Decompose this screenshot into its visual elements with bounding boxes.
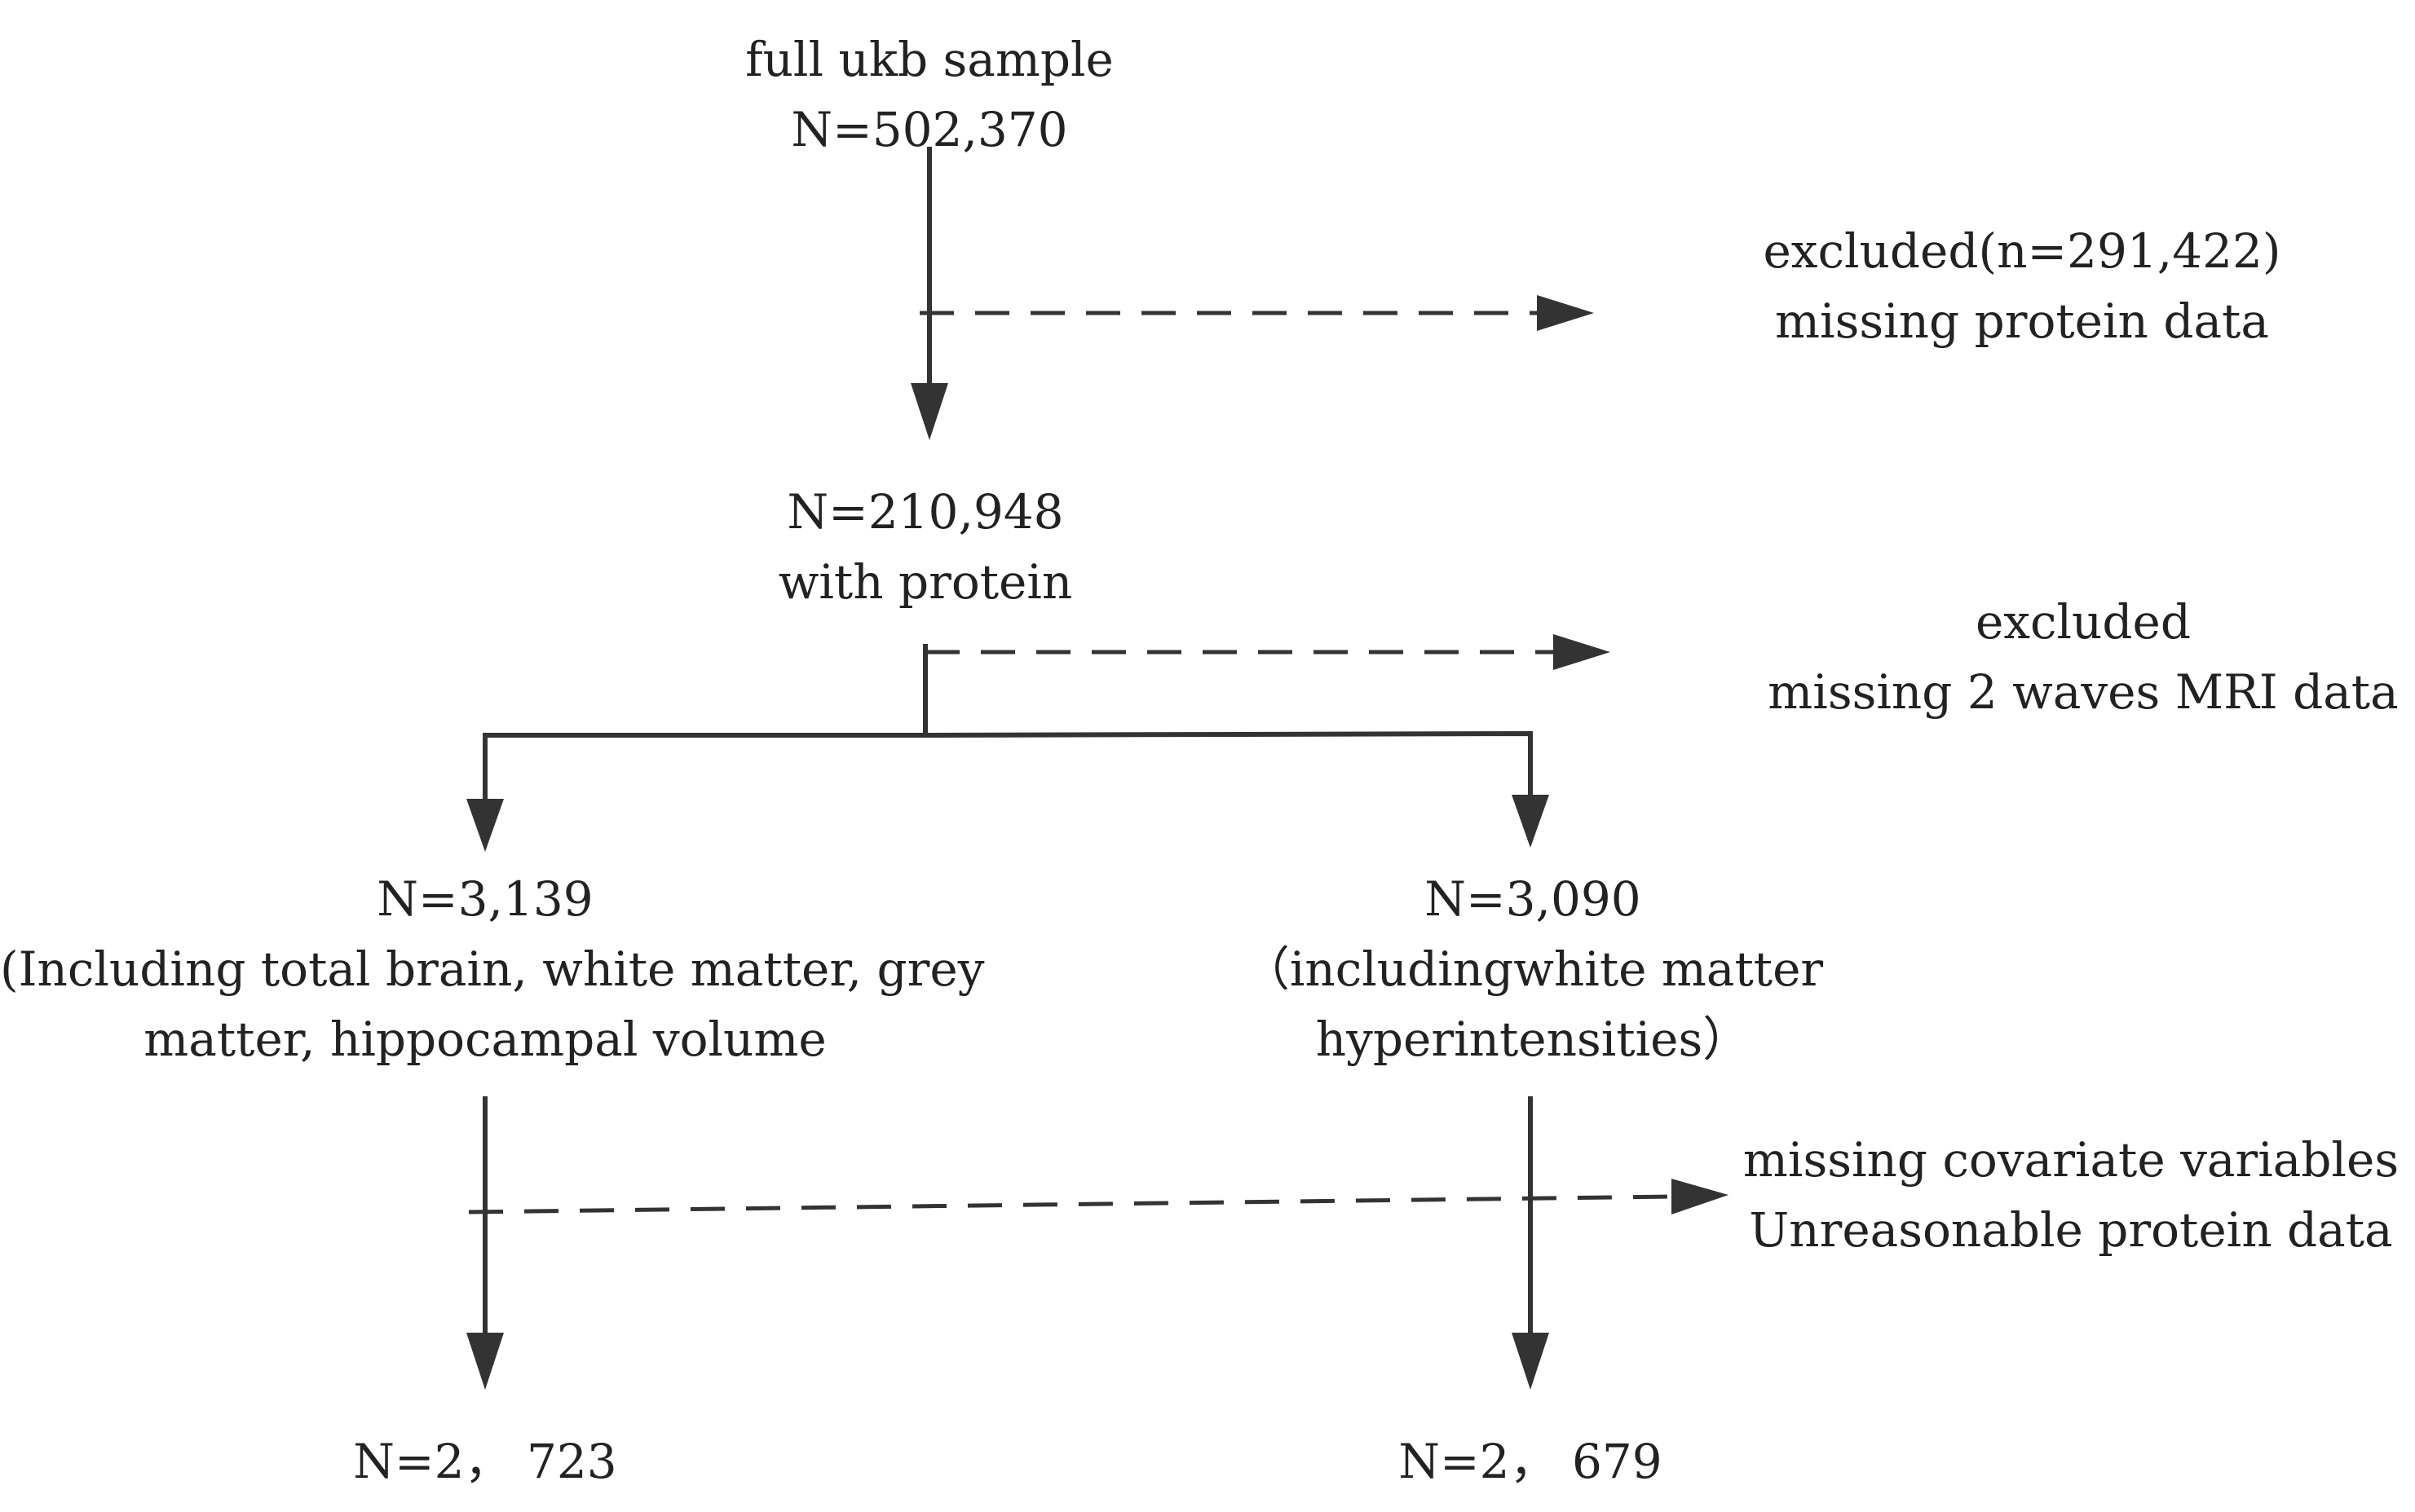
node-with-protein-line-2: with protein (778, 554, 1073, 610)
node-excluded-covariate-line-1: missing covariate variables (1742, 1132, 2400, 1188)
arrowhead-left-branch (466, 799, 504, 852)
node-left-final: N=2， 723 (241, 1426, 730, 1497)
node-with-protein: N=210,948 with protein (681, 477, 1170, 617)
arrowhead-full-to-protein (911, 383, 948, 440)
node-left-final-line-1: N=2， 723 (353, 1434, 617, 1489)
node-full-sample: full ukb sample N=502,370 (685, 24, 1174, 165)
node-right-branch: N=3,090 （includingwhite matter hyperinte… (1207, 864, 1859, 1074)
node-left-branch-line-1: N=3,139 (377, 871, 594, 927)
node-excluded-covariate-line-2: Unreasonable protein data (1749, 1202, 2393, 1258)
node-right-branch-line-1: N=3,090 (1424, 871, 1641, 927)
arrowhead-excluded-protein (1537, 295, 1594, 331)
dashed-arrow-excluded-covariate (468, 1194, 1672, 1214)
node-excluded-mri-line-2: missing 2 waves MRI data (1768, 664, 2399, 720)
node-left-branch-line-3: matter, hippocampal volume (143, 1012, 827, 1067)
node-excluded-mri: excluded missing 2 waves MRI data (1712, 587, 2415, 727)
node-right-final-line-1: N=2， 679 (1398, 1434, 1662, 1489)
arrowhead-excluded-covariate (1671, 1179, 1728, 1214)
node-left-branch: N=3,139 (Including total brain, white ma… (0, 864, 985, 1074)
node-excluded-covariate: missing covariate variables Unreasonable… (1720, 1125, 2415, 1265)
arrowhead-left-final (466, 1333, 504, 1390)
node-right-branch-line-2: （includingwhite matter (1242, 941, 1824, 997)
node-left-branch-line-2: (Including total brain, white matter, gr… (0, 941, 985, 997)
node-with-protein-line-1: N=210,948 (787, 484, 1064, 540)
node-excluded-protein: excluded(n=291,422) missing protein data (1680, 216, 2364, 356)
arrowhead-right-branch (1512, 795, 1549, 848)
split-connector (483, 730, 1533, 815)
arrowhead-excluded-mri (1553, 634, 1610, 670)
node-right-final: N=2， 679 (1286, 1426, 1775, 1497)
node-excluded-protein-line-2: missing protein data (1775, 293, 2269, 349)
node-excluded-protein-line-1: excluded(n=291,422) (1763, 223, 2281, 279)
node-full-sample-line-1: full ukb sample (745, 32, 1114, 87)
node-excluded-mri-line-1: excluded (1975, 594, 2191, 650)
node-right-branch-line-3: hyperintensities） (1315, 1012, 1751, 1067)
node-full-sample-line-2: N=502,370 (791, 102, 1068, 157)
arrowhead-right-final (1512, 1333, 1549, 1390)
